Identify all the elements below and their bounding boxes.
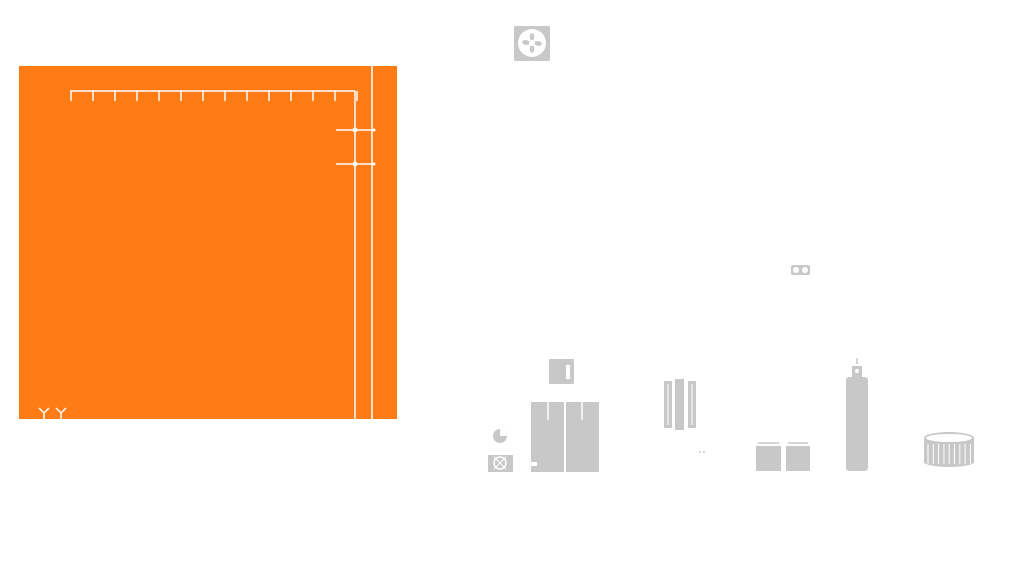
board-clip-marker [336, 127, 376, 133]
slotted-rail-pair [664, 379, 705, 453]
round-dial [493, 429, 507, 443]
twin-connector [791, 265, 810, 275]
board-fork-marker [38, 407, 50, 419]
board-panel [19, 66, 397, 419]
twin-boxes [756, 442, 810, 471]
drum-wheel-ribs [927, 444, 971, 464]
board [19, 66, 397, 419]
grille-fan-small [488, 455, 513, 472]
tall-cylinder [846, 358, 868, 471]
board-top-ticks [70, 91, 358, 101]
split-cabinet [531, 402, 599, 472]
board-clip-marker [336, 161, 376, 167]
small-square-block [549, 359, 574, 384]
board-fork-marker [55, 407, 67, 419]
fan-icon [514, 26, 550, 61]
drum-wheel [924, 432, 974, 467]
